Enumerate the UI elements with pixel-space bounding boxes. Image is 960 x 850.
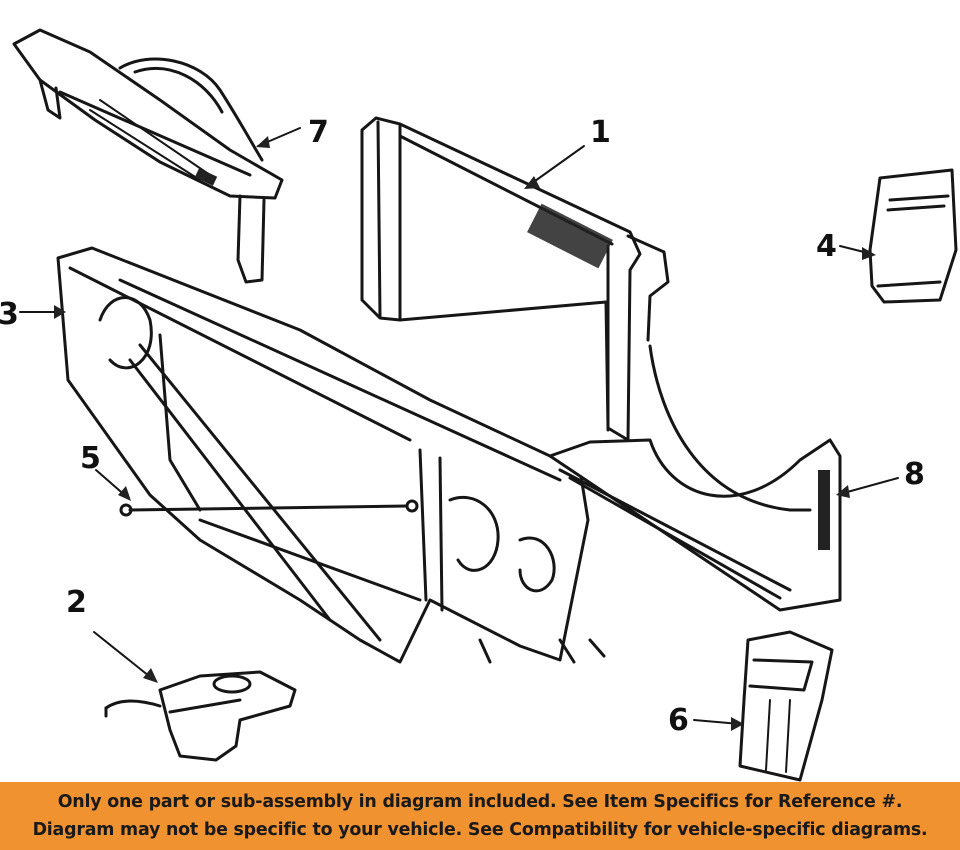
part-4-bracket [868,168,958,304]
part-8-lower-shroud [548,344,842,612]
callout-2: 2 [66,585,87,620]
disclaimer-line-1: Only one part or sub-assembly in diagram… [57,792,903,812]
part-5-support-rod [119,499,419,517]
callout-7: 7 [308,115,329,150]
callout-8: 8 [904,457,925,492]
disclaimer-line-2: Diagram may not be specific to your vehi… [32,820,928,840]
callout-4: 4 [816,229,837,264]
exploded-parts-illustration: 1 2 3 4 5 6 7 8 [0,28,958,782]
part-2-coolant-reservoir [104,670,297,762]
leader-arrows [19,127,899,731]
callout-3: 3 [0,297,19,332]
part-6-side-panel [738,630,834,782]
callout-1: 1 [590,115,611,150]
parts-diagram: 1 2 3 4 5 6 7 8 [0,28,958,782]
part-3-radiator-support [56,246,606,664]
disclaimer-banner: Only one part or sub-assembly in diagram… [0,782,960,850]
callout-5: 5 [80,441,101,476]
callout-6: 6 [668,703,689,738]
part-7-upper-shroud [12,28,284,284]
